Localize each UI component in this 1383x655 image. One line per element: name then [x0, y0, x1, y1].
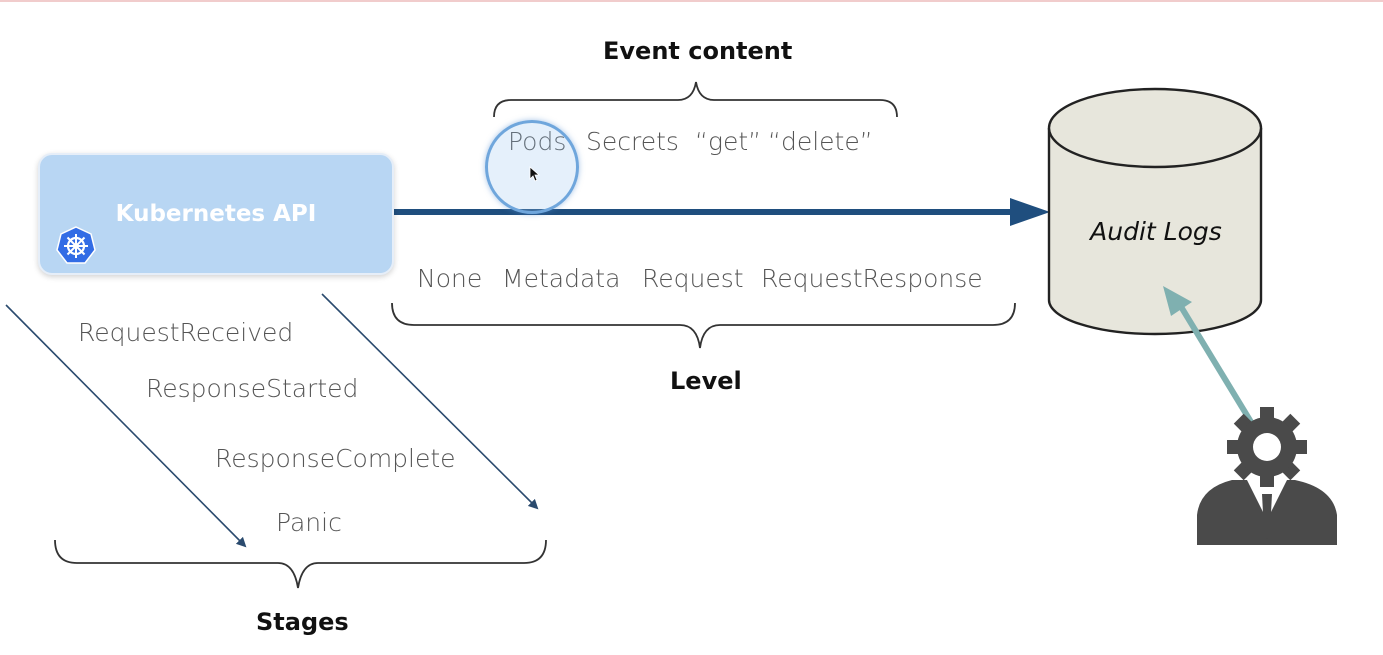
kubernetes-api-label: Kubernetes API: [115, 201, 317, 227]
level-brace: [391, 302, 1016, 349]
audit-logs-label: Audit Logs: [1090, 217, 1222, 246]
event-content-heading: Event content: [603, 37, 793, 65]
stage-item: RequestReceived: [78, 318, 294, 347]
stage-item: Panic: [276, 508, 342, 537]
main-flow-arrowhead: [1010, 198, 1050, 226]
stages-left-arrow: [5, 304, 247, 548]
cursor-icon: [529, 166, 541, 182]
event-content-item: Secrets: [586, 127, 679, 156]
event-content-item: “delete”: [768, 127, 873, 156]
kubernetes-api-box: Kubernetes API: [38, 153, 394, 275]
stage-item: ResponseStarted: [146, 374, 359, 403]
admin-user-gear-icon: [1197, 407, 1337, 545]
kubernetes-helm-icon: [56, 226, 96, 264]
cursor-highlight-ring: [485, 120, 579, 214]
level-item: None: [417, 264, 483, 293]
level-item: Metadata: [502, 264, 621, 293]
stages-heading: Stages: [256, 608, 349, 636]
stages-brace: [54, 539, 547, 589]
event-content-brace: [493, 81, 898, 118]
database-cylinder-icon: [1047, 87, 1263, 336]
level-item: RequestResponse: [761, 264, 983, 293]
stages-right-arrow: [321, 293, 539, 510]
event-content-item: “get”: [695, 127, 762, 156]
level-item: Request: [642, 264, 744, 293]
top-border-line: [0, 0, 1383, 2]
stage-item: ResponseComplete: [215, 444, 456, 473]
admin-to-logs-arrowhead: [1163, 286, 1192, 316]
level-heading: Level: [670, 367, 742, 395]
